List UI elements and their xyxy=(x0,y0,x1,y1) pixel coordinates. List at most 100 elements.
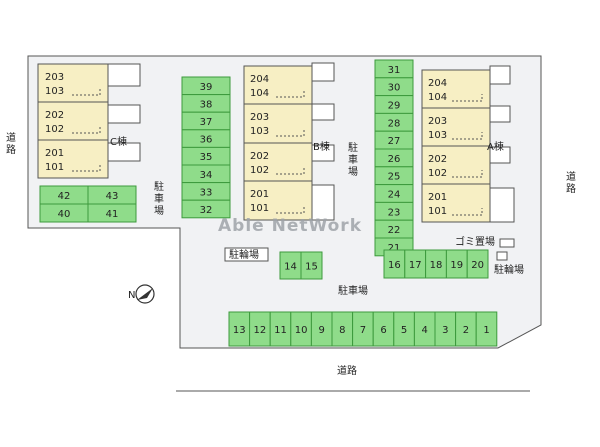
parking-space-number: 13 xyxy=(233,325,246,336)
parking-space-number: 32 xyxy=(200,205,213,216)
parking-space-number: 17 xyxy=(409,260,422,271)
parking-space-number: 39 xyxy=(200,82,213,93)
unit-number-upper: 203 xyxy=(428,116,447,127)
parking-space-number: 26 xyxy=(388,154,401,165)
parking-row-14-15: 14 15 xyxy=(279,251,323,280)
svg-text:道路: 道路 xyxy=(6,131,16,156)
parking-space-number: 4 xyxy=(422,325,428,336)
parking-space-number: 10 xyxy=(295,325,308,336)
parking-space-number: 25 xyxy=(388,172,401,183)
parking-space xyxy=(475,311,498,347)
parking-space xyxy=(300,251,323,280)
parking-space-number: 27 xyxy=(388,136,401,147)
parking-space-number: 38 xyxy=(200,99,213,110)
unit-number-upper: 204 xyxy=(428,78,447,89)
unit-number-lower: 103 xyxy=(45,86,64,97)
building-c-label: C棟 xyxy=(110,135,127,148)
parking-space-number: 7 xyxy=(360,325,366,336)
unit-number-upper: 201 xyxy=(45,148,64,159)
unit-number-lower: 101 xyxy=(250,203,269,214)
parking-space-number: 34 xyxy=(200,170,213,181)
parking-label-lower: 駐車場 xyxy=(338,284,368,297)
parking-row-1-13: 13 12 11 10 9 8 7 6 5 4 3 2 1 xyxy=(228,311,498,347)
svg-text:道路: 道路 xyxy=(566,170,576,195)
watermark: Able NetWork xyxy=(218,216,362,236)
parking-space-number: 43 xyxy=(106,191,119,202)
unit-number-upper: 202 xyxy=(428,154,447,165)
parking-space-number: 11 xyxy=(274,325,287,336)
unit-number-lower: 102 xyxy=(428,168,447,179)
svg-text:駐車場: 駐車場 xyxy=(348,141,358,178)
parking-space-number: 5 xyxy=(401,325,407,336)
unit-number-lower: 103 xyxy=(250,126,269,137)
parking-space-number: 14 xyxy=(284,262,297,273)
bicycle-parking-label: 駐輪場 xyxy=(229,248,259,261)
unit-number-upper: 203 xyxy=(250,112,269,123)
parking-space-number: 1 xyxy=(483,325,489,336)
parking-space-number: 8 xyxy=(339,325,345,336)
unit-number-upper: 204 xyxy=(250,74,269,85)
parking-space-number: 30 xyxy=(388,83,401,94)
building-b: 204 104 203 103 202 102 201 101 B棟 xyxy=(243,62,335,221)
building-b-label: B棟 xyxy=(313,140,330,153)
parking-space-number: 9 xyxy=(319,325,325,336)
parking-space-number: 37 xyxy=(200,117,213,128)
parking-space-number: 35 xyxy=(200,152,213,163)
parking-space-number: 12 xyxy=(254,325,267,336)
parking-space xyxy=(466,249,489,279)
unit-number-lower: 101 xyxy=(45,162,64,173)
bicycle-parking-box xyxy=(224,247,269,262)
unit-number-upper: 203 xyxy=(45,72,64,83)
parking-space-number: 28 xyxy=(388,118,401,129)
parking-space-number: 19 xyxy=(450,260,463,271)
unit-number-lower: 101 xyxy=(428,206,447,217)
unit-number-upper: 202 xyxy=(250,151,269,162)
parking-space-number: 31 xyxy=(388,65,401,76)
compass-icon: N xyxy=(128,284,155,304)
parking-c-block: 42 43 40 41 xyxy=(39,185,137,223)
parking-space-number: 41 xyxy=(106,209,119,220)
garbage-icon xyxy=(499,238,515,248)
parking-space-number: 18 xyxy=(430,260,443,271)
unit-number-upper: 202 xyxy=(45,110,64,121)
parking-space-number: 23 xyxy=(388,207,401,218)
parking-label-center: 駐車場 xyxy=(348,141,358,178)
parking-space-number: 33 xyxy=(200,187,213,198)
parking-space-number: 42 xyxy=(58,191,71,202)
road-label-left: 道路 xyxy=(6,131,16,156)
road-label-bottom: 道路 xyxy=(337,364,357,377)
parking-space xyxy=(87,203,137,223)
unit-number-upper: 201 xyxy=(428,192,447,203)
unit-number-lower: 104 xyxy=(428,92,447,103)
parking-space-number: 6 xyxy=(380,325,386,336)
building-c: 203 103 202 102 201 101 C棟 xyxy=(37,63,141,179)
unit-number-lower: 102 xyxy=(250,165,269,176)
parking-space-number: 24 xyxy=(388,190,401,201)
unit-number-upper: 201 xyxy=(250,189,269,200)
parking-label-left: 駐車場 xyxy=(154,180,164,217)
unit-number-lower: 104 xyxy=(250,88,269,99)
parking-space xyxy=(181,199,231,219)
bicycle-rack-icon xyxy=(496,251,508,261)
parking-row-16-20: 16 17 18 19 20 xyxy=(383,249,489,279)
garbage-label: ゴミ置場 xyxy=(455,235,495,248)
parking-space-number: 21 xyxy=(388,243,401,254)
svg-text:N: N xyxy=(128,290,135,301)
bicycle-parking-label-right: 駐輪場 xyxy=(494,263,524,276)
parking-space-number: 20 xyxy=(471,260,484,271)
building-a-label: A棟 xyxy=(487,140,504,153)
unit-number-lower: 102 xyxy=(45,124,64,135)
parking-space-number: 29 xyxy=(388,101,401,112)
parking-space-number: 40 xyxy=(58,209,71,220)
road-label-right: 道路 xyxy=(566,170,576,195)
parking-space-number: 15 xyxy=(305,262,318,273)
svg-text:駐車場: 駐車場 xyxy=(154,180,164,217)
parking-space-number: 16 xyxy=(388,260,401,271)
parking-space-number: 36 xyxy=(200,135,213,146)
unit-number-lower: 103 xyxy=(428,130,447,141)
parking-space-number: 2 xyxy=(463,325,469,336)
parking-space-number: 3 xyxy=(442,325,448,336)
building-a: 204 104 203 103 202 102 201 101 A棟 xyxy=(421,65,515,223)
